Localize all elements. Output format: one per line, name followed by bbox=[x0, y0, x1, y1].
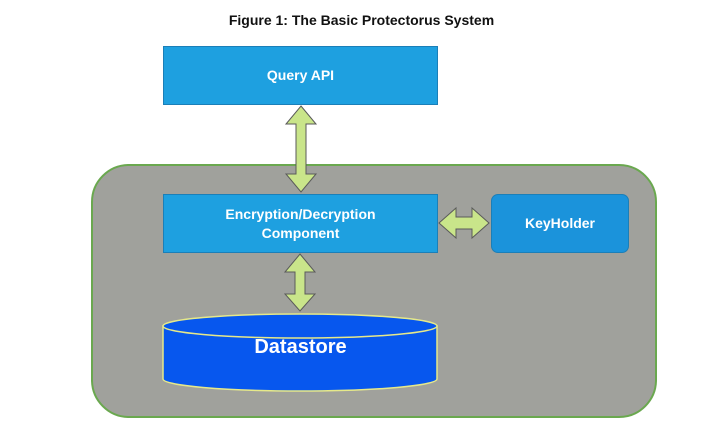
arrow-query-to-encryption bbox=[284, 105, 318, 193]
query-api-label: Query API bbox=[266, 67, 335, 83]
encryption-label-line2: Component bbox=[261, 224, 340, 241]
figure-title: Figure 1: The Basic Protectorus System bbox=[228, 12, 495, 28]
datastore-cylinder bbox=[162, 313, 438, 392]
query-api-node: Query API bbox=[163, 46, 438, 105]
datastore-label: Datastore bbox=[254, 336, 347, 358]
encryption-label-line1: Encryption/Decryption bbox=[225, 205, 376, 222]
keyholder-label: KeyHolder bbox=[524, 215, 596, 231]
arrow-encryption-to-keyholder bbox=[438, 206, 490, 240]
keyholder-node: KeyHolder bbox=[491, 194, 629, 253]
arrow-encryption-to-datastore bbox=[283, 253, 317, 312]
